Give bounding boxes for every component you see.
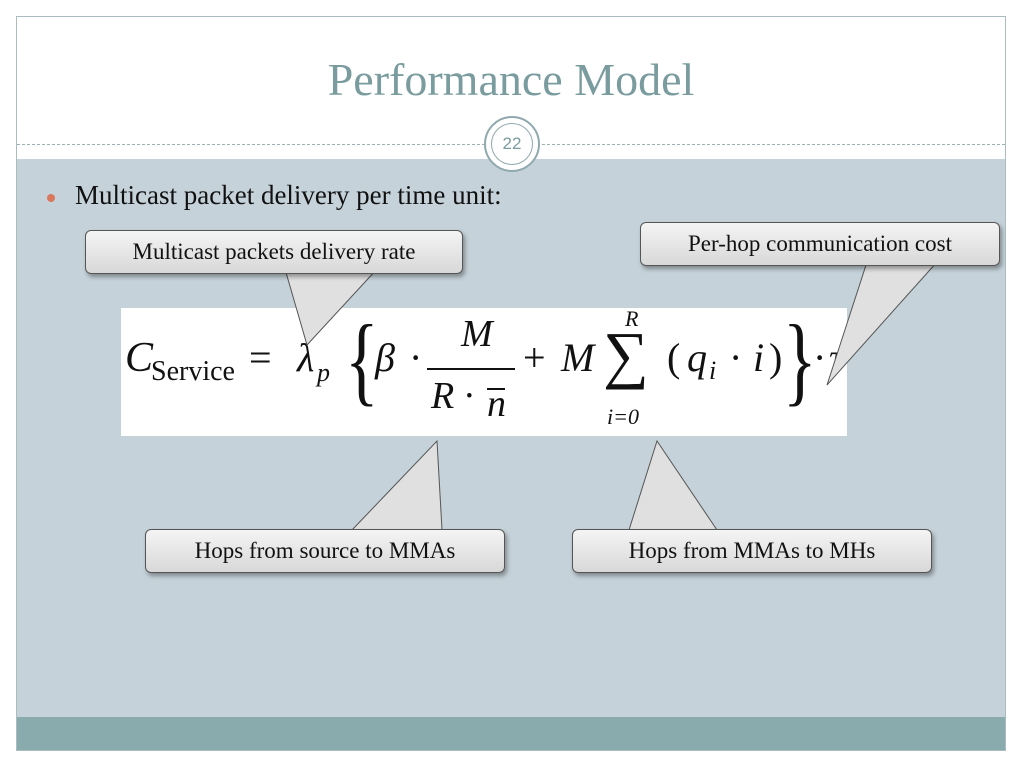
formula-service: Service <box>151 356 235 387</box>
formula-right-paren: ) <box>769 335 783 380</box>
callout-hops-mma-mh: Hops from MMAs to MHs <box>572 529 932 573</box>
formula-fraction-bar <box>427 368 515 370</box>
callout-per-hop-cost: Per-hop communication cost <box>640 222 1000 266</box>
formula-i: i <box>753 335 765 380</box>
formula-right-brace: } <box>783 304 817 415</box>
formula-left-brace: { <box>345 304 379 415</box>
formula-m-numerator: M <box>461 313 493 355</box>
formula-plus: + <box>523 335 546 380</box>
formula-n-overline <box>487 388 505 390</box>
callout-pointer-delivery-rate <box>284 268 379 346</box>
page-number-badge: 22 <box>484 116 540 172</box>
formula-m-2: M <box>561 335 595 380</box>
formula-n-bar: n <box>487 383 506 425</box>
callout-delivery-rate: Multicast packets delivery rate <box>85 230 463 274</box>
bullet-text: Multicast packet delivery per time unit: <box>75 180 502 210</box>
formula-c: C <box>125 335 154 381</box>
callout-pointer-mma-mh <box>628 439 718 531</box>
callout-pointer-per-hop-cost <box>826 261 939 386</box>
formula-dot-3: · <box>729 335 743 380</box>
page-number: 22 <box>491 123 533 165</box>
slide: Performance Model 22 Multicast packet de… <box>16 16 1006 751</box>
formula-q: q <box>687 335 707 380</box>
formula-lambda-sub: p <box>317 358 330 387</box>
formula-dot-1: · <box>409 335 423 380</box>
callout-pointers <box>284 261 939 531</box>
bullet-dot <box>47 194 55 202</box>
callout-hops-source-mma: Hops from source to MMAs <box>145 529 505 573</box>
formula-dot-4: · <box>813 335 827 380</box>
formula-equals: = <box>249 335 272 380</box>
footer-bar <box>17 717 1005 750</box>
formula-sigma: ∑ <box>603 319 649 390</box>
formula-dot-2: · <box>463 375 476 417</box>
formula-beta: β <box>375 335 395 380</box>
slide-title: Performance Model <box>327 54 695 105</box>
formula-sum-upper: R <box>625 306 639 331</box>
formula-q-sub: i <box>709 356 717 385</box>
formula-sum-lower: i=0 <box>607 404 639 429</box>
formula-r-denominator: R <box>431 375 455 417</box>
formula-left-paren: ( <box>667 335 681 380</box>
callout-pointer-source-mma <box>350 439 443 531</box>
formula-lambda: λ <box>297 335 315 380</box>
